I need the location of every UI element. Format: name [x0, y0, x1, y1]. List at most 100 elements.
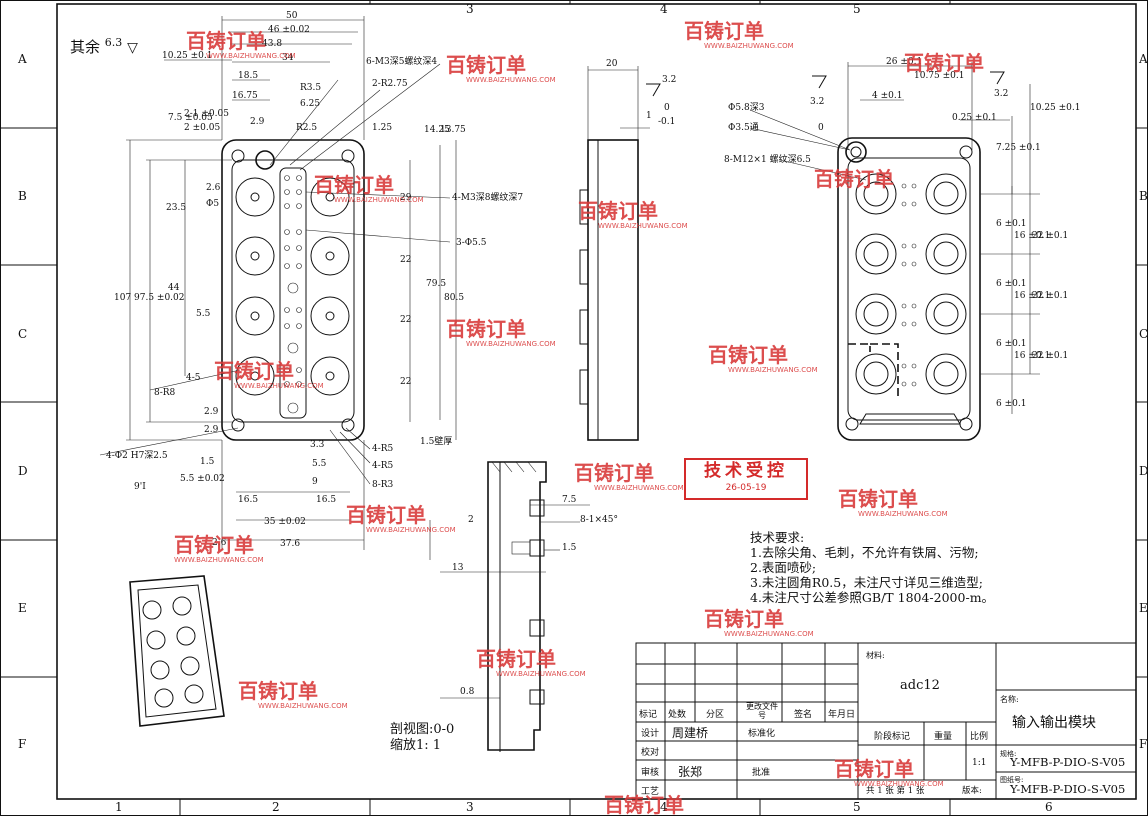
designer-name: 周建桥 — [672, 726, 709, 740]
dim-label: 5.5 ±0.02 — [180, 474, 225, 484]
sheet-count: 共 1 张 第 1 张 — [866, 786, 925, 796]
title-block-grid — [635, 642, 1137, 800]
dim-label: 23.5 — [166, 203, 186, 213]
dim-label: 7.5 ±0.05 — [168, 113, 213, 123]
dim-label: 80.5 — [444, 293, 464, 303]
col-label: 3 — [466, 800, 474, 814]
dim-label: 3.2 — [810, 97, 824, 107]
watermark-logo: 百铸订单 — [814, 167, 894, 191]
dim-label: 43.8 — [262, 39, 282, 49]
center-pins — [284, 175, 302, 414]
dim-label: 2.9 — [204, 407, 219, 417]
watermark-logo: 百铸订单 — [214, 359, 294, 383]
front-outline — [221, 139, 365, 441]
col-label: 2 — [272, 800, 280, 814]
dim-label: 16 ±0.1 — [1014, 231, 1050, 241]
section-line — [848, 343, 871, 352]
watermark-logo: 百铸订单 — [476, 647, 556, 671]
dim-label: 34 — [282, 53, 294, 63]
stamp-date: 26-05-19 — [725, 483, 767, 493]
header-cell: 年月日 — [828, 710, 856, 720]
scale-value: 1:1 — [972, 758, 987, 768]
row-label: D — [18, 464, 28, 478]
col-label: 4 — [660, 800, 668, 814]
row-label: C — [1139, 327, 1148, 341]
dim-label: 0 — [664, 103, 670, 113]
dim-label: 1.25 — [372, 123, 392, 133]
mount-hole — [845, 141, 867, 163]
watermark-logo: 百铸订单 — [684, 19, 764, 43]
watermark-logo: 百铸订单 — [708, 343, 788, 367]
dim-label: 10.75 ±0.1 — [914, 71, 964, 81]
weight-label: 重量 — [934, 732, 953, 742]
watermark-url: WWW.BAIZHUWANG.COM — [234, 382, 324, 390]
col-labels: 1 2 3 4 5 6 3 4 5 — [115, 2, 1053, 814]
dim-label: 2 — [468, 515, 474, 525]
tech-requirement-item: 2.表面喷砂; — [750, 560, 817, 575]
check-label: 校对 — [641, 748, 660, 758]
dim-label: 3-Φ5.5 — [456, 238, 487, 248]
dim-label: 16 ±0.1 — [1014, 351, 1050, 361]
reviewer-name: 张郑 — [678, 765, 703, 779]
dim-label: 18.5 — [238, 71, 258, 81]
dim-label: 16 ±0.1 — [1014, 291, 1050, 301]
dim-label: 1.5 — [562, 543, 577, 553]
dim-label: 10.25 ±0.1 — [1030, 103, 1080, 113]
watermark-logo: 百铸订单 — [838, 487, 918, 511]
m12-ports — [855, 173, 967, 395]
drawing-no-label: 图纸号: — [1000, 776, 1024, 784]
dim-label: 22 — [400, 377, 411, 387]
watermark-url: WWW.BAIZHUWANG.COM — [598, 222, 688, 230]
iso-view — [129, 575, 225, 727]
dim-label: 26 ±0.1 — [886, 57, 922, 67]
dim-label: 7.25 ±0.1 — [996, 143, 1041, 153]
roughness-note: 其余 6.3 ▽ — [70, 36, 138, 57]
standardize-label: 标准化 — [748, 729, 776, 739]
watermark-logo: 百铸订单 — [574, 461, 654, 485]
front-ports — [235, 177, 350, 396]
header-cell: 签名 — [794, 710, 813, 720]
dim-label: Φ5.8深3 — [728, 102, 765, 113]
dim-label: 4-Φ2 H7深2.5 — [106, 450, 168, 461]
dim-label: 8-1×45° — [580, 515, 618, 525]
header-cell: 分区 — [706, 710, 725, 720]
dim-label: 6 ±0.1 — [996, 279, 1026, 289]
dim-label: 6 ±0.1 — [996, 219, 1026, 229]
watermark-url: WWW.BAIZHUWANG.COM — [496, 670, 586, 678]
dim-label: 22 — [400, 315, 411, 325]
dim-label: 6.25 — [300, 99, 320, 109]
watermark-logo: 百铸订单 — [578, 199, 658, 223]
section-caption: 剖视图:0-0 缩放1: 1 — [390, 722, 454, 754]
review-label: 审核 — [641, 768, 660, 778]
watermark-url: WWW.BAIZHUWANG.COM — [858, 510, 948, 518]
tech-requirements-title: 技术要求: — [750, 530, 805, 545]
row-label: B — [18, 189, 27, 203]
material-label: 材料: — [866, 651, 885, 660]
header-cell: 更改文件号 — [746, 702, 778, 720]
dim-label: 8-R8 — [154, 388, 176, 398]
watermark-url: WWW.BAIZHUWANG.COM — [258, 702, 348, 710]
dim-label: 0.8 — [460, 687, 475, 697]
dim-label: -0.1 — [658, 117, 675, 127]
header-cell: 处数 — [668, 710, 687, 720]
watermark-logo: 百铸订单 — [704, 607, 784, 631]
dim-label: 4-R5 — [372, 444, 394, 454]
row-labels: A B C D E F A B C D E F — [17, 52, 1148, 751]
dim-label: 16.5 — [316, 495, 336, 505]
center-strip — [279, 167, 307, 419]
watermark-url: WWW.BAIZHUWANG.COM — [728, 366, 818, 374]
watermark-logo: 百铸订单 — [346, 503, 426, 527]
row-label: F — [18, 737, 26, 751]
dim-label: 79.5 — [426, 279, 446, 289]
watermark-logo: 百铸订单 — [904, 51, 984, 75]
watermark-url: WWW.BAIZHUWANG.COM — [466, 76, 556, 84]
dim-label: 97.5 ±0.02 — [134, 293, 184, 303]
row-label: C — [18, 327, 27, 341]
dim-label: 2.6 — [206, 183, 221, 193]
roughness-value: 6.3 — [104, 36, 123, 49]
row-label: E — [18, 601, 27, 615]
dim-label: 8-R3 — [372, 480, 394, 490]
watermark-url: WWW.BAIZHUWANG.COM — [366, 526, 456, 534]
watermark-logo: 百铸订单 — [186, 29, 266, 53]
